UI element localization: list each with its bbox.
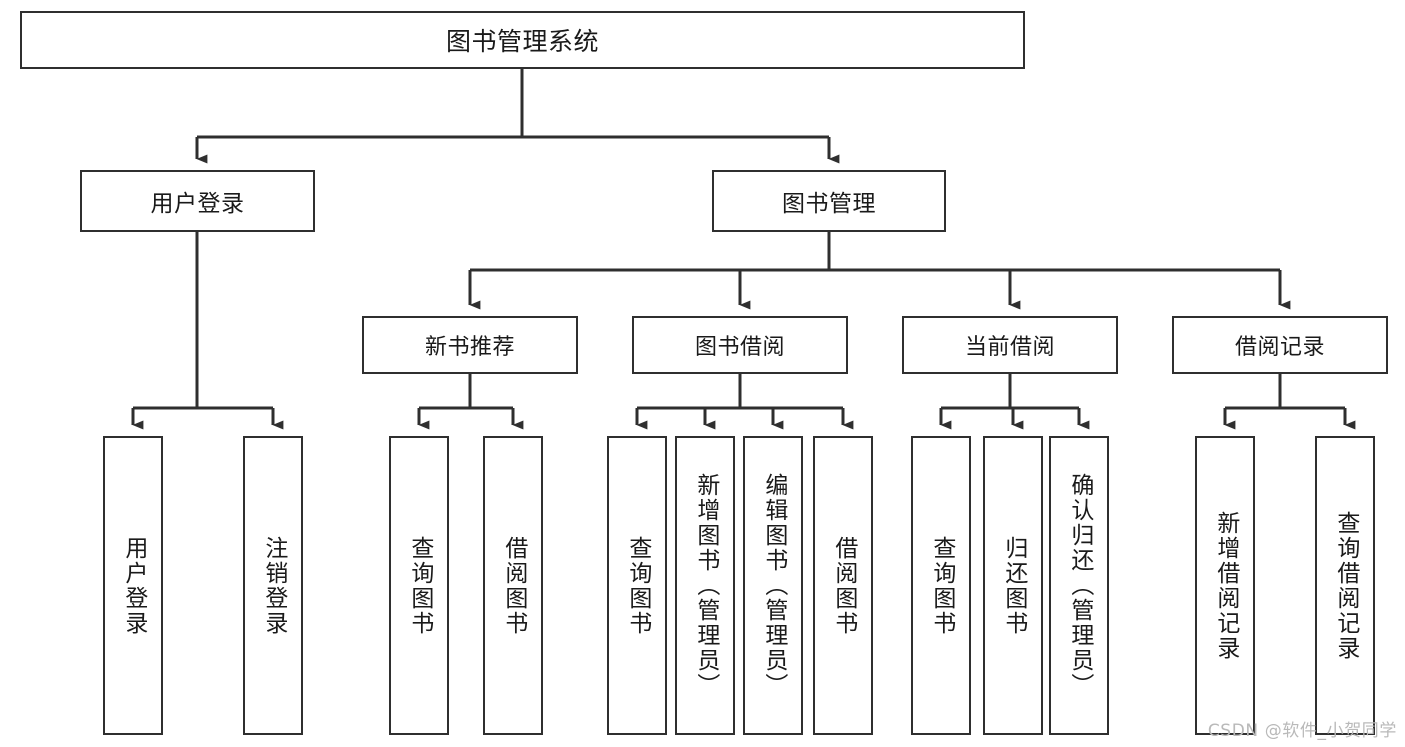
node-current-borrow[interactable]: 当前借阅 bbox=[902, 316, 1118, 374]
node-leaf-add-record[interactable]: 新增借阅记录 bbox=[1195, 436, 1255, 735]
node-leaf-query-book-3-label: 查询图书 bbox=[928, 535, 955, 636]
node-leaf-return-book-label: 归还图书 bbox=[1000, 535, 1027, 636]
node-book-borrow-label: 图书借阅 bbox=[694, 335, 785, 360]
node-leaf-query-book-1-label: 查询图书 bbox=[406, 535, 433, 636]
node-leaf-return-book[interactable]: 归还图书 bbox=[983, 436, 1043, 735]
node-user-login-label: 用户登录 bbox=[150, 191, 245, 217]
node-leaf-add-book[interactable]: 新增图书（管理员） bbox=[675, 436, 735, 735]
node-user-login[interactable]: 用户登录 bbox=[80, 170, 315, 232]
node-leaf-query-record-label: 查询借阅记录 bbox=[1332, 510, 1359, 661]
node-current-borrow-label: 当前借阅 bbox=[964, 335, 1055, 360]
node-leaf-user-login[interactable]: 用户登录 bbox=[103, 436, 163, 735]
node-leaf-borrow-book-2[interactable]: 借阅图书 bbox=[813, 436, 873, 735]
node-leaf-add-record-label: 新增借阅记录 bbox=[1212, 510, 1239, 661]
node-new-book-recommend-label: 新书推荐 bbox=[424, 335, 515, 360]
node-leaf-confirm-return-label: 确认归还（管理员） bbox=[1066, 473, 1093, 698]
node-book-borrow[interactable]: 图书借阅 bbox=[632, 316, 848, 374]
node-book-manage[interactable]: 图书管理 bbox=[712, 170, 946, 232]
node-borrow-record-label: 借阅记录 bbox=[1234, 335, 1325, 360]
node-leaf-query-book-2-label: 查询图书 bbox=[624, 535, 651, 636]
node-leaf-confirm-return[interactable]: 确认归还（管理员） bbox=[1049, 436, 1109, 735]
node-leaf-query-book-1[interactable]: 查询图书 bbox=[389, 436, 449, 735]
node-new-book-recommend[interactable]: 新书推荐 bbox=[362, 316, 578, 374]
node-leaf-query-record[interactable]: 查询借阅记录 bbox=[1315, 436, 1375, 735]
node-leaf-borrow-book-2-label: 借阅图书 bbox=[830, 535, 857, 636]
watermark-text: CSDN @软件_小贺同学 bbox=[1207, 721, 1397, 741]
node-root[interactable]: 图书管理系统 bbox=[20, 11, 1025, 69]
node-leaf-user-login-label: 用户登录 bbox=[120, 535, 147, 636]
node-leaf-query-book-3[interactable]: 查询图书 bbox=[911, 436, 971, 735]
node-leaf-borrow-book-1-label: 借阅图书 bbox=[500, 535, 527, 636]
node-book-manage-label: 图书管理 bbox=[782, 191, 876, 217]
node-leaf-query-book-2[interactable]: 查询图书 bbox=[607, 436, 667, 735]
node-leaf-borrow-book-1[interactable]: 借阅图书 bbox=[483, 436, 543, 735]
node-leaf-edit-book-label: 编辑图书（管理员） bbox=[760, 473, 787, 698]
node-leaf-edit-book[interactable]: 编辑图书（管理员） bbox=[743, 436, 803, 735]
node-root-label: 图书管理系统 bbox=[445, 27, 599, 56]
node-leaf-add-book-label: 新增图书（管理员） bbox=[692, 473, 719, 698]
node-leaf-logout[interactable]: 注销登录 bbox=[243, 436, 303, 735]
node-leaf-logout-label: 注销登录 bbox=[260, 535, 287, 636]
node-borrow-record[interactable]: 借阅记录 bbox=[1172, 316, 1388, 374]
